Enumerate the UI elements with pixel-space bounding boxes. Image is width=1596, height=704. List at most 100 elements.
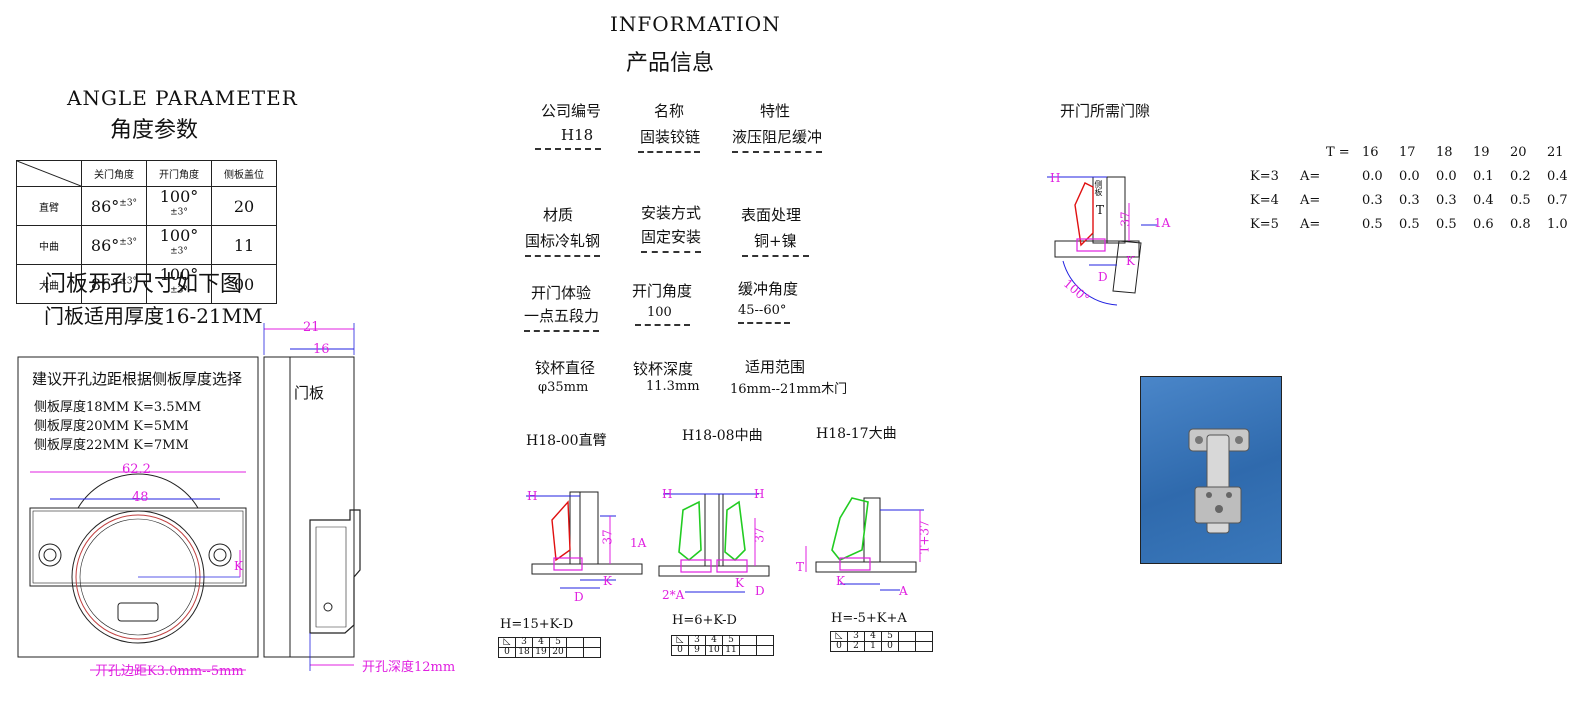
mini-cell: 18 xyxy=(515,647,533,658)
spec-value: 11.3mm xyxy=(646,379,700,394)
model-formula: H=6+K-D xyxy=(672,613,737,628)
gap-value: 0.4 xyxy=(1473,192,1494,208)
edge-note: 开孔边距K3.0mm--5mm xyxy=(95,664,244,679)
gap-value: 0.0 xyxy=(1362,168,1383,184)
product-photo xyxy=(1140,376,1282,564)
gap-t-value: 17 xyxy=(1399,144,1416,160)
door-drilling-drawing xyxy=(17,323,361,671)
model-drawing-full xyxy=(805,497,924,591)
model0-dim-d: D xyxy=(574,590,584,604)
model-name: H18-17大曲 xyxy=(816,426,897,442)
header-title-cn: 产品信息 xyxy=(626,51,715,76)
mini-cell xyxy=(583,637,601,648)
mini-cell xyxy=(739,645,757,656)
spec-label: 特性 xyxy=(760,102,791,120)
mini-cell xyxy=(583,647,601,658)
gap-a: A= xyxy=(1300,168,1321,184)
model0-dim-37: 37 xyxy=(600,529,615,545)
mini-cell xyxy=(898,631,916,642)
gap-dim-d: D xyxy=(1098,270,1108,284)
spec-value: H18 xyxy=(535,126,602,150)
gap-value: 0.5 xyxy=(1510,192,1531,208)
gap-value: 1.0 xyxy=(1547,216,1568,232)
mini-cell: 2 xyxy=(847,641,865,652)
angle-close: 86° xyxy=(90,196,120,216)
angle-open-cell: 100°±3° xyxy=(146,186,212,226)
angle-title-en: ANGLE PARAMETER xyxy=(67,86,298,110)
gap-k: K=4 xyxy=(1250,192,1279,208)
angle-open-tol: ±3° xyxy=(170,207,188,218)
door-advice: 建议开孔边距根据侧板厚度选择 xyxy=(32,370,243,388)
angle-row: 中曲 86°±3° 100°±3° 11 xyxy=(16,225,277,265)
angle-open: 100° xyxy=(159,265,199,284)
spec-value: 16mm--21mm木门 xyxy=(730,382,848,397)
dim-48: 48 xyxy=(132,490,149,505)
spec-label: 缓冲角度 xyxy=(738,280,799,298)
angle-title-cn: 角度参数 xyxy=(110,118,199,143)
angle-close: 86° xyxy=(90,235,120,255)
model2-dim-t37: T+37 xyxy=(917,520,932,554)
model2-dim-k: K xyxy=(836,574,845,588)
mini-cell: 3 xyxy=(515,637,533,648)
mini-cell xyxy=(566,647,584,658)
mini-cell: 3 xyxy=(688,635,706,646)
angle-row-name: 直臂 xyxy=(16,186,82,226)
angle-open-tol: ±3° xyxy=(170,285,188,296)
spec-value: 100 xyxy=(635,305,690,326)
angle-close-tol: ±3° xyxy=(119,237,138,248)
gap-dim-37: 37 xyxy=(1118,211,1133,227)
mini-cell: 10 xyxy=(705,645,723,656)
gap-value: 0.3 xyxy=(1362,192,1383,208)
angle-close: 86° xyxy=(90,274,120,294)
gap-value: 0.4 xyxy=(1547,168,1568,184)
spec-value: 国标冷轧钢 xyxy=(525,230,601,257)
spec-value: φ35mm xyxy=(538,380,589,395)
mini-cell: 11 xyxy=(722,645,740,656)
gap-t-value: 19 xyxy=(1473,144,1490,160)
gap-cell xyxy=(1300,140,1326,164)
door-k-row: 侧板厚度20MM K=5MM xyxy=(34,419,189,434)
dim-k: K xyxy=(234,559,243,573)
mini-cell-corner: ◺ xyxy=(498,637,516,648)
gap-k: K=3 xyxy=(1250,168,1279,184)
hinge-image xyxy=(1188,428,1250,534)
mini-cell xyxy=(756,645,774,656)
angle-open-tol: ±3° xyxy=(170,246,188,257)
spec-label: 公司编号 xyxy=(541,102,602,120)
spec-value: 液压阻尼缓冲 xyxy=(732,126,823,153)
gap-table: T = 16 17 18 19 20 21 K=3 A= 0.0 0.0 0.0… xyxy=(1250,140,1577,236)
gap-value: 0.0 xyxy=(1399,168,1420,184)
spec-value: 一点五段力 xyxy=(524,305,600,332)
gap-k: K=5 xyxy=(1250,216,1279,232)
model1-dim-d: D xyxy=(755,584,765,598)
gap-value: 0.5 xyxy=(1399,216,1420,232)
spec-label: 铰杯直径 xyxy=(535,359,596,377)
gap-value: 0.1 xyxy=(1473,168,1494,184)
mini-cell: 3 xyxy=(847,631,865,642)
angle-close-tol: ±3° xyxy=(119,198,138,209)
angle-row: 大曲 86°±3° 100°±3° 00 xyxy=(16,264,277,304)
dim-16: 16 xyxy=(313,342,330,357)
gap-cell xyxy=(1326,164,1362,188)
model-name: H18-08中曲 xyxy=(682,428,763,444)
gap-a: A= xyxy=(1300,192,1321,208)
model0-dim-h: H xyxy=(527,489,538,503)
gap-t-label: T = xyxy=(1326,144,1350,160)
mini-cell: 9 xyxy=(688,645,706,656)
angle-cover: 00 xyxy=(211,264,277,304)
model1-dim-37: 37 xyxy=(752,527,767,543)
gap-value: 0.0 xyxy=(1436,168,1457,184)
angle-row: 直臂 86°±3° 100°±3° 20 xyxy=(16,186,277,226)
mini-cell xyxy=(739,635,757,646)
mini-cell: 5 xyxy=(549,637,567,648)
spec-value: 铜+镍 xyxy=(742,230,809,257)
model1-dim-h2: H xyxy=(754,487,765,501)
spec-label: 开门体验 xyxy=(531,284,592,302)
mini-cell xyxy=(898,641,916,652)
mini-cell xyxy=(915,631,933,642)
gap-t-value: 16 xyxy=(1362,144,1379,160)
gap-value: 0.5 xyxy=(1436,216,1457,232)
angle-close-cell: 86°±3° xyxy=(81,186,147,226)
